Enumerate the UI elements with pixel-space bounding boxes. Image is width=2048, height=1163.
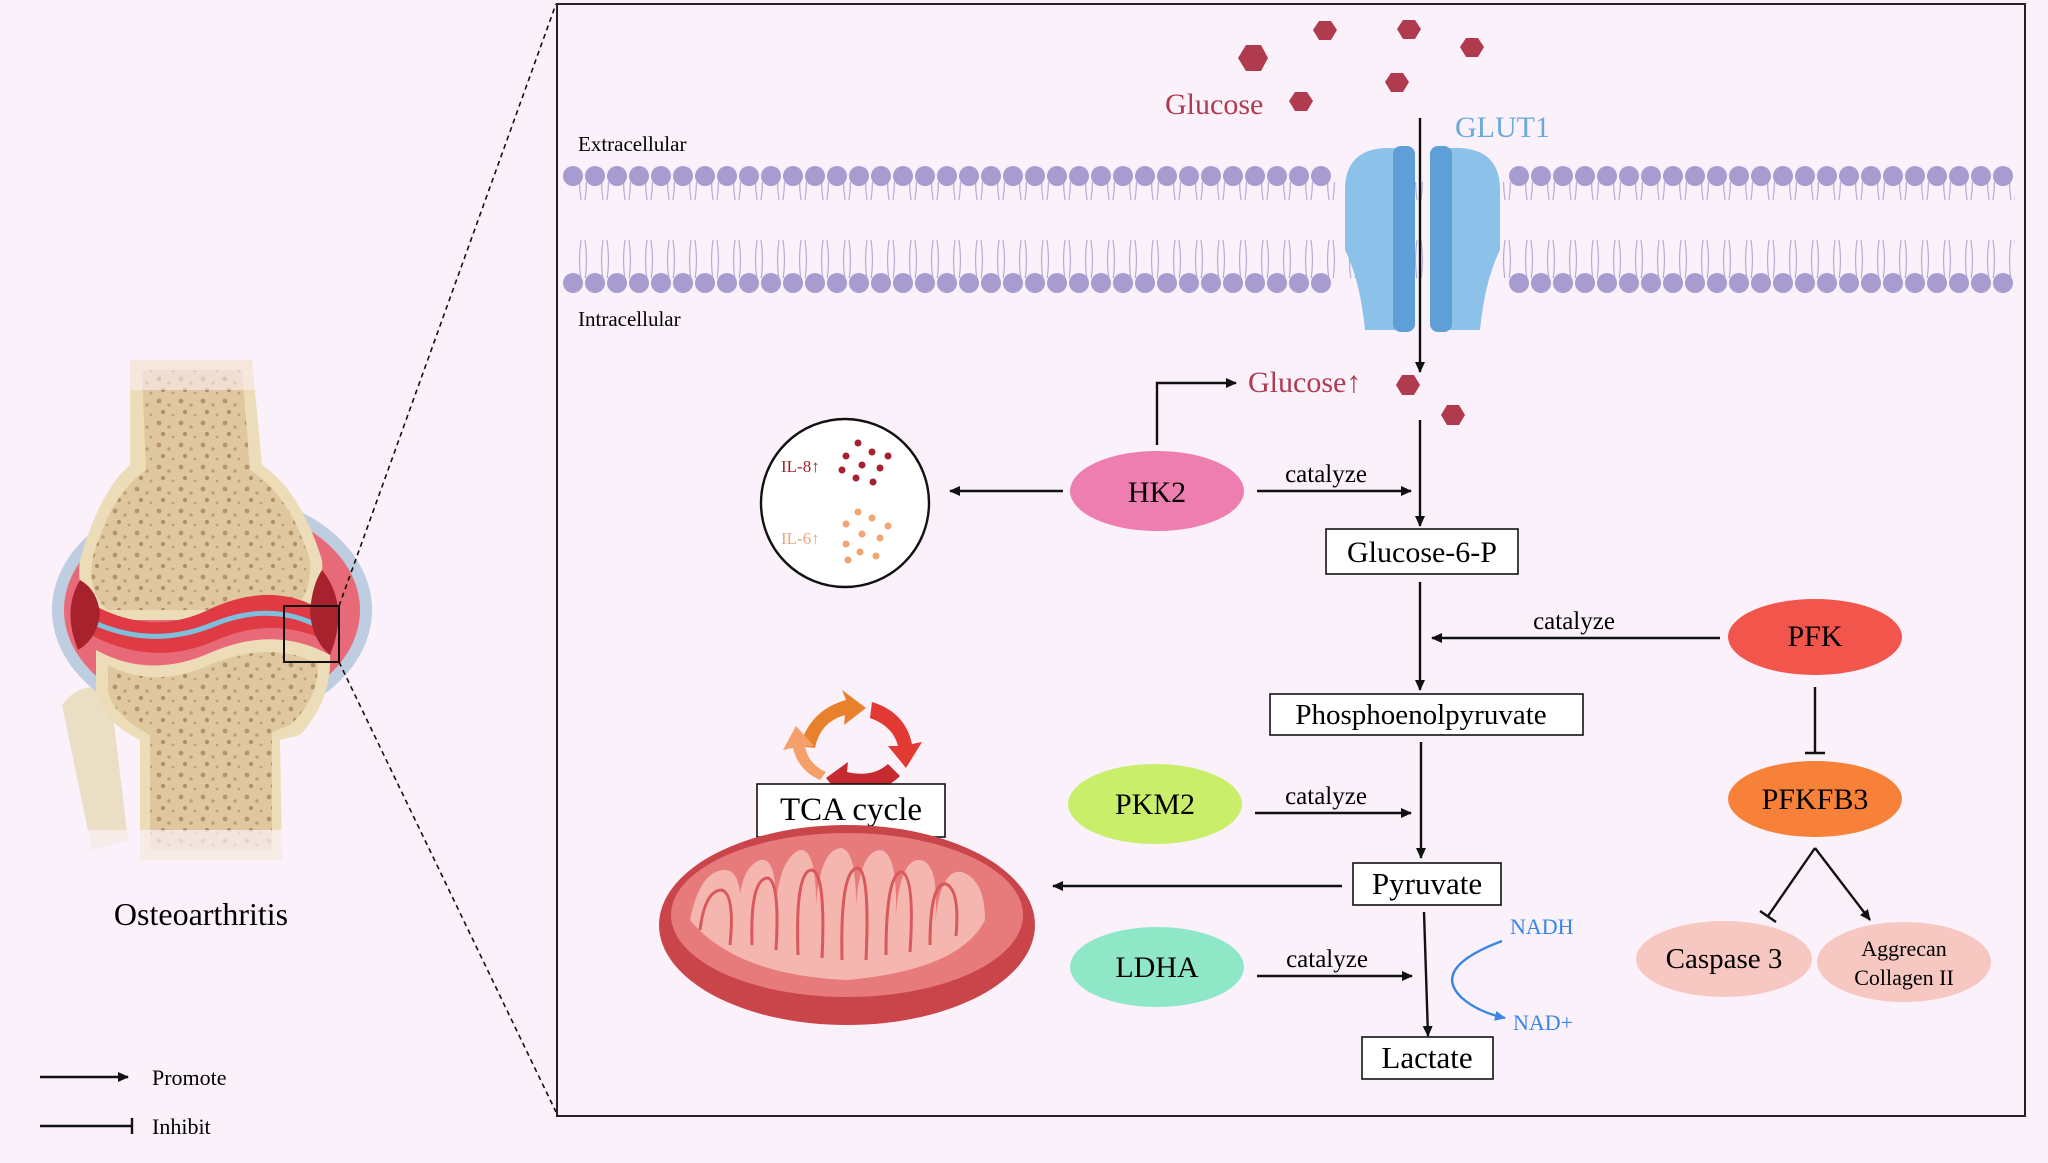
pfk-node [1728, 599, 1902, 675]
pfk-label: PFK [1787, 620, 1842, 653]
caspase3-label: Caspase 3 [1666, 943, 1783, 975]
legend-inhibit-label: Inhibit [152, 1114, 211, 1139]
pfk-catalyze-label: catalyze [1533, 608, 1615, 635]
glut1-transporter [1345, 146, 1500, 332]
ldha-node [1070, 927, 1244, 1007]
nadh-label: NADH [1510, 914, 1574, 939]
extracellular-label: Extracellular [578, 132, 686, 156]
glucose-6-p-label: Glucose-6-P [1347, 536, 1497, 569]
glucose-outside-label: Glucose [1165, 88, 1263, 121]
nad-label: NAD+ [1513, 1010, 1573, 1035]
pep-label: Phosphoenolpyruvate [1295, 699, 1546, 731]
lactate-label: Lactate [1381, 1040, 1472, 1075]
hk2-label: HK2 [1128, 476, 1186, 509]
il6-label: IL-6↑ [781, 529, 820, 548]
pfkfb3-label: PFKFB3 [1762, 783, 1869, 816]
zoom-line-top [338, 3, 557, 607]
il8-dots [838, 439, 892, 486]
tca-cycle-label: TCA cycle [780, 792, 922, 828]
glucose-inside-label: Glucose↑ [1248, 366, 1361, 399]
collagen-label: Collagen II [1854, 965, 1954, 990]
cell-membrane [563, 166, 2015, 293]
hk2-node [1070, 451, 1244, 531]
hk2-catalyze-label: catalyze [1285, 461, 1367, 488]
pfkfb3-node [1728, 761, 1902, 837]
pyruvate-label: Pyruvate [1372, 866, 1482, 901]
pkm2-label: PKM2 [1115, 788, 1195, 821]
zoom-line-bottom [338, 661, 557, 1113]
il6-dots [842, 508, 892, 564]
ldha-catalyze-label: catalyze [1286, 946, 1368, 973]
cytokine-circle [759, 417, 931, 589]
nadh-to-nad-arrow [1451, 939, 1506, 1021]
intracellular-label: Intracellular [578, 307, 681, 331]
glucose-molecules-outside [1238, 20, 1484, 111]
aggrecan-collagen-node [1817, 922, 1991, 1002]
legend-promote-label: Promote [152, 1065, 227, 1090]
pyruvate-to-lactate-arrow [1422, 911, 1433, 1037]
pfkfb3-promote-aggrecan [1814, 847, 1871, 921]
lactate-box [1361, 1036, 1494, 1080]
caspase3-node [1636, 921, 1812, 997]
pyruvate-box [1352, 862, 1502, 906]
joint-illustration [52, 350, 372, 870]
hk2-to-glucose-arrow [1155, 378, 1237, 445]
mitochondrion-icon [659, 825, 1035, 1025]
glucose-molecules-inside [1396, 375, 1465, 425]
il8-label: IL-8↑ [781, 457, 820, 476]
pfkfb3-inhibit-caspase3 [1767, 847, 1816, 917]
glucose-6-p-box [1325, 528, 1519, 575]
aggrecan-label: Aggrecan [1861, 936, 1947, 961]
ldha-label: LDHA [1115, 951, 1199, 984]
osteoarthritis-title: Osteoarthritis [114, 896, 288, 932]
pkm2-node [1068, 764, 1242, 844]
pep-box [1269, 693, 1584, 736]
glut1-label: GLUT1 [1455, 111, 1550, 144]
pkm2-catalyze-label: catalyze [1285, 783, 1367, 810]
